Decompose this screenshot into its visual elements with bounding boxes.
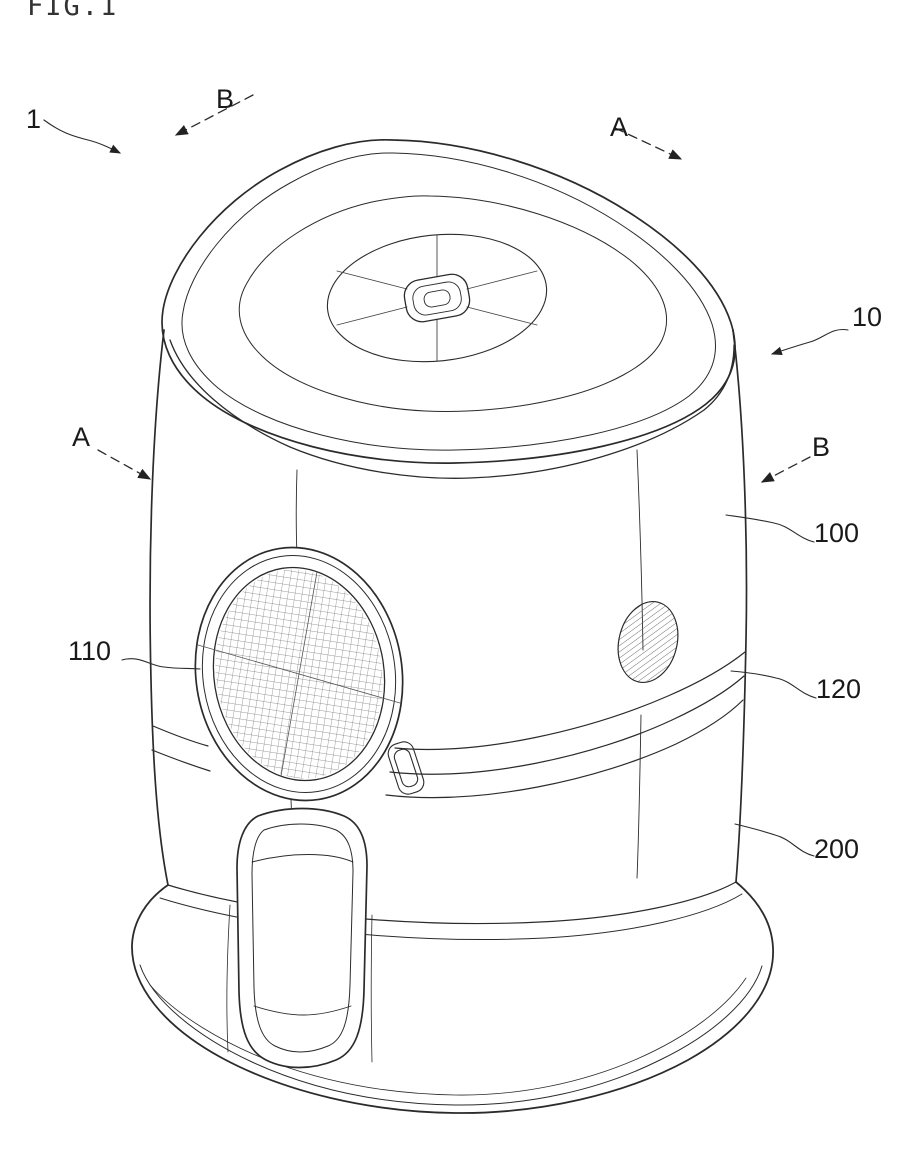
- section-line-b-right: [760, 456, 811, 483]
- leader-200: [734, 823, 815, 857]
- skirt-outer-outline: [131, 881, 774, 1114]
- leader-110: [121, 658, 201, 670]
- ref-label-120: 120: [816, 674, 862, 704]
- ref-label-110: 110: [68, 636, 112, 666]
- side-vent: [617, 601, 679, 683]
- ref-label-b-top: B: [216, 84, 235, 114]
- lid-outer-outline: [161, 138, 736, 464]
- body-left-edge: [149, 329, 169, 886]
- lid-circle-opening: [326, 233, 548, 363]
- lid-handle: [403, 273, 471, 323]
- ref-label-a-top: A: [610, 112, 629, 142]
- leader-1: [43, 119, 121, 154]
- mesh-bezel-mid: [201, 555, 397, 793]
- band-left-stub-bottom: [151, 749, 211, 772]
- lid-circle-spokes: [336, 234, 538, 362]
- front-left-seam-upper: [295, 469, 298, 557]
- skirt-foot-ring: [149, 977, 747, 1096]
- lid-inner-outline: [181, 152, 716, 451]
- mesh-window-drawing: [194, 546, 404, 802]
- band-left-stub-top: [152, 725, 209, 747]
- section-line-a-top: [614, 127, 683, 160]
- body-right-edge: [732, 329, 748, 883]
- ref-label-200: 200: [814, 834, 860, 864]
- mesh-spokes: [197, 571, 401, 777]
- band-clasp: [387, 741, 425, 795]
- lid-recessed-panel: [238, 195, 668, 413]
- section-line-b-top: [174, 94, 254, 136]
- pedal-outer: [236, 807, 368, 1069]
- leader-120: [730, 670, 817, 699]
- body-group: [149, 329, 748, 886]
- skirt-bottom-rim-inner: [139, 964, 763, 1106]
- leader-100: [725, 514, 815, 543]
- skirt-seam-left: [226, 904, 231, 1053]
- band-line-bottom: [385, 699, 744, 799]
- ref-label-10: 10: [852, 302, 883, 332]
- section-line-a-left: [97, 449, 152, 480]
- pedal-bottom-bar: [253, 1005, 352, 1016]
- section-lines: [97, 94, 811, 483]
- lid-lower-rim: [169, 339, 735, 479]
- ref-label-b-right: B: [812, 432, 831, 462]
- ref-label-a-left: A: [72, 422, 91, 452]
- pedal-inner: [251, 823, 354, 1053]
- base-skirt-drawing: [131, 881, 774, 1114]
- band-drawing: [151, 651, 746, 799]
- figure-title: FIG.1: [27, 0, 119, 22]
- mesh-rim-inner: [212, 566, 386, 782]
- ref-label-100: 100: [814, 518, 860, 548]
- band-line-middle: [389, 675, 745, 775]
- skirt-seam-right: [370, 914, 373, 1063]
- band-line-top: [394, 651, 746, 751]
- lid-group: [161, 138, 736, 479]
- leader-lines: [43, 119, 849, 857]
- pedal-top-bar: [251, 854, 354, 863]
- front-right-seam-lower: [636, 714, 642, 879]
- pedal-drawing: [236, 807, 368, 1069]
- ref-label-1: 1: [26, 104, 42, 134]
- leader-10: [770, 328, 849, 356]
